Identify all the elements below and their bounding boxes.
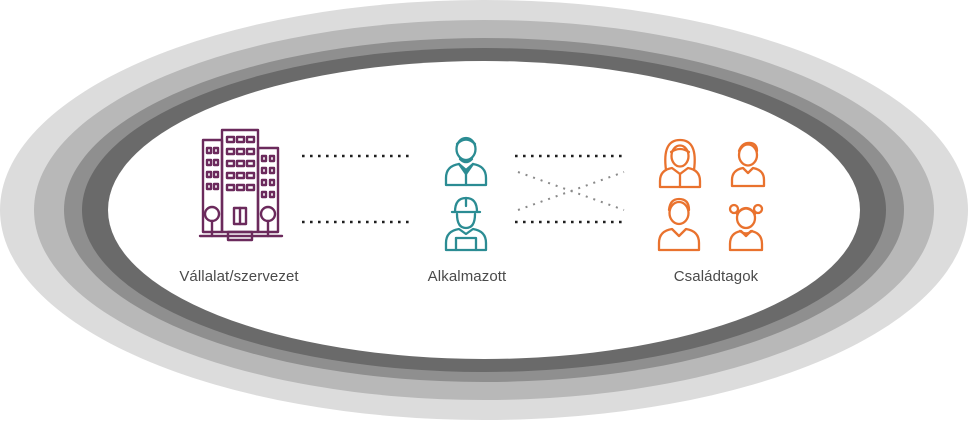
- woman-icon: [658, 138, 702, 189]
- center-area: [108, 61, 860, 359]
- office-building-icon: [198, 128, 284, 242]
- company-label: Vállalat/szervezet: [179, 268, 299, 285]
- worker-with-hardhat-icon: [444, 196, 488, 252]
- family-label: Családtagok: [673, 268, 759, 285]
- employee-label: Alkalmazott: [427, 268, 507, 285]
- boy-icon: [730, 141, 766, 188]
- worker-icon: [444, 136, 488, 187]
- girl-icon: [728, 203, 764, 252]
- man-icon: [657, 197, 701, 252]
- connector-cross-up: [517, 171, 625, 211]
- connectors: [302, 154, 626, 224]
